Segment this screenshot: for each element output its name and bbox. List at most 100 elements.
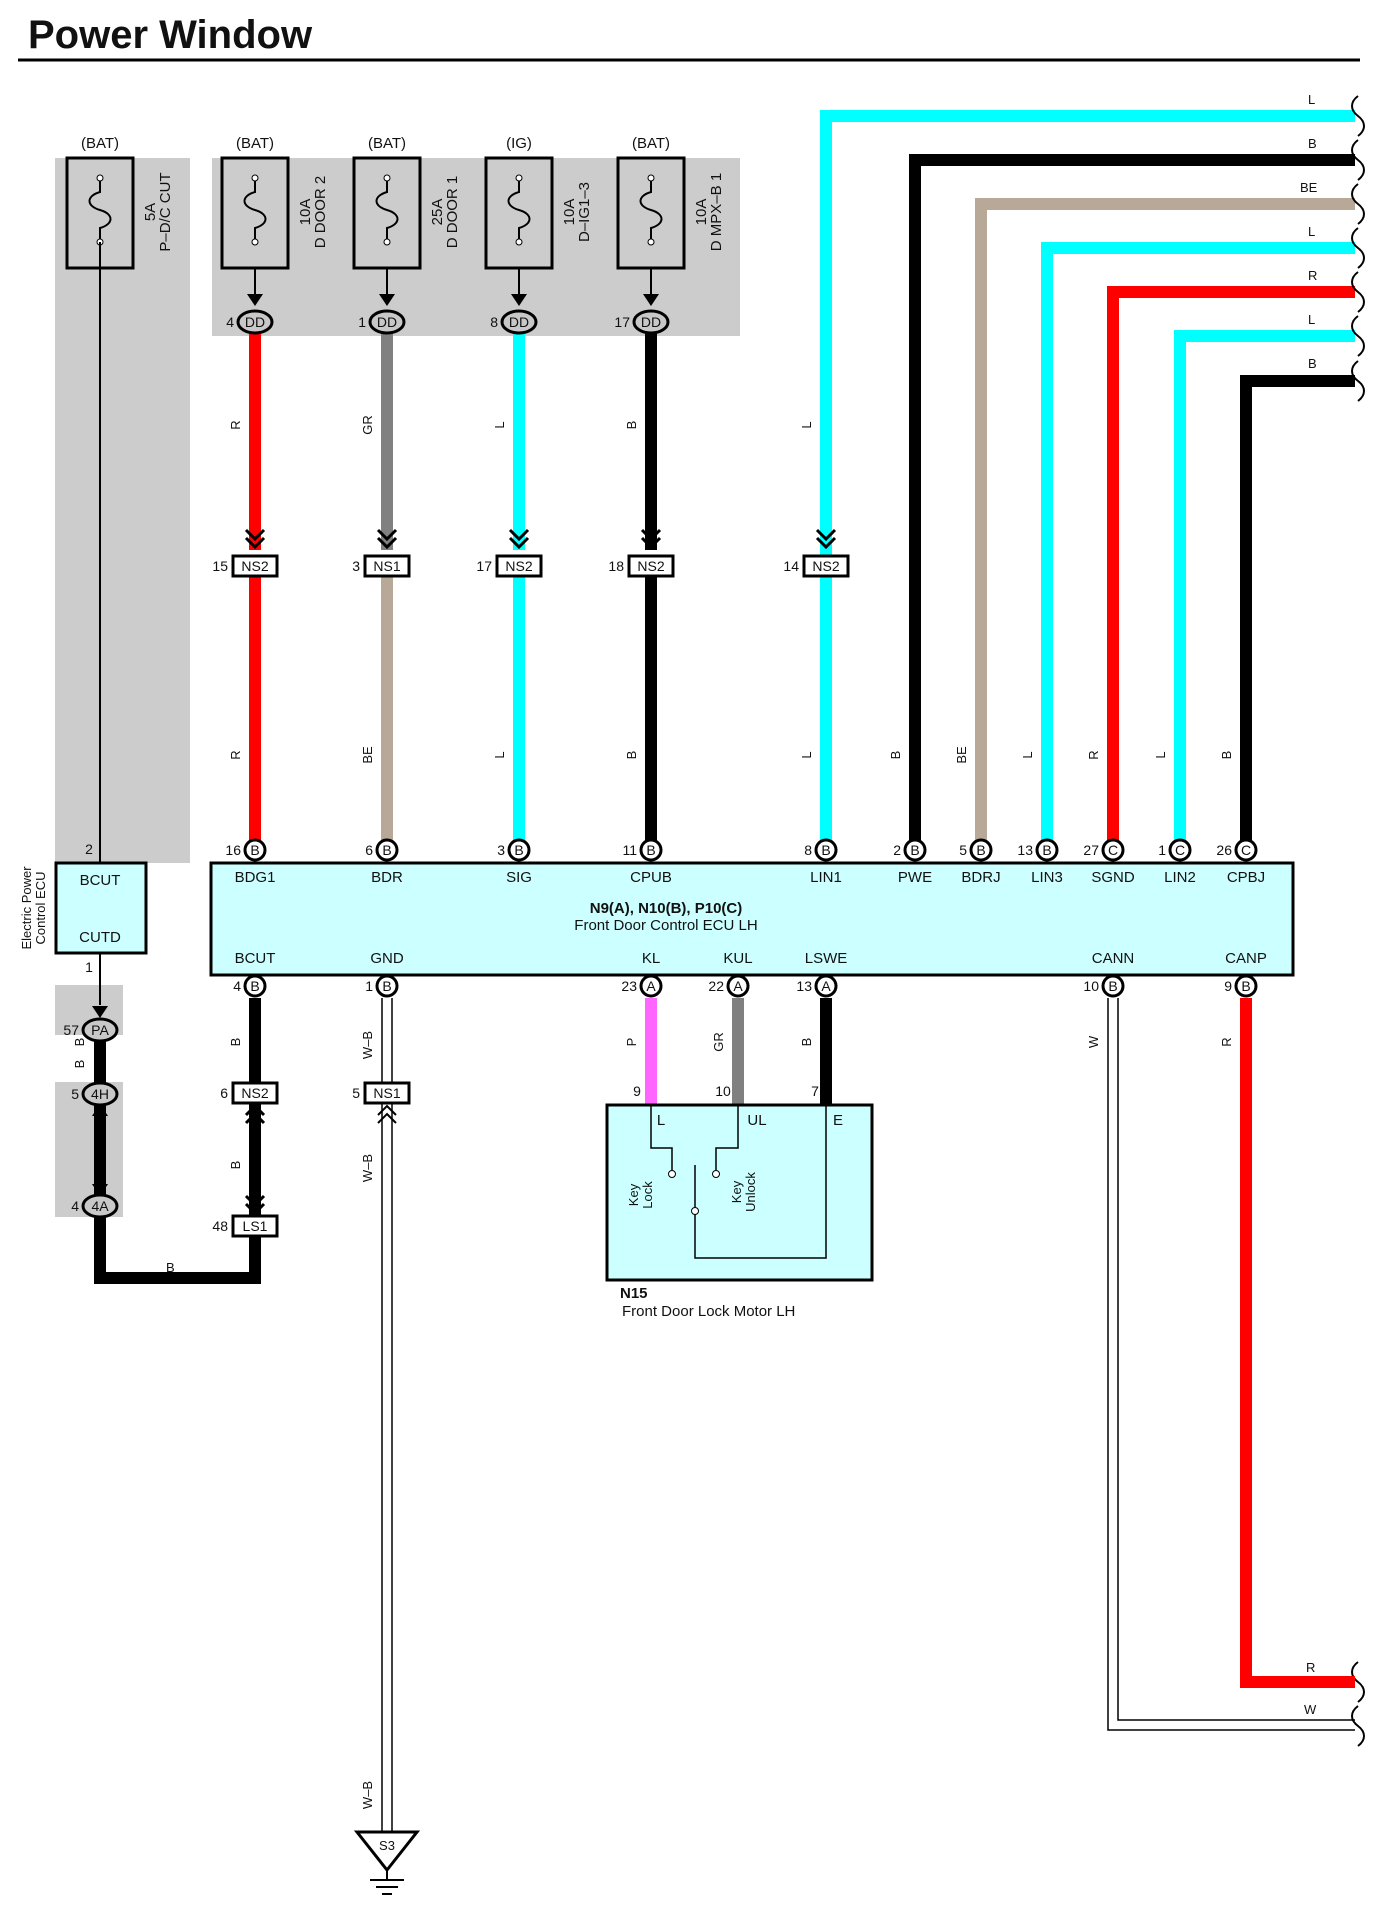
svg-text:4: 4 — [71, 1198, 79, 1214]
terminal-conn: C — [1108, 842, 1118, 858]
terminal-conn: A — [646, 978, 656, 994]
fuse-rating: 5A — [142, 203, 159, 221]
wire-label-lower: B — [72, 1038, 87, 1047]
svg-text:R: R — [1308, 268, 1317, 283]
wire-l-lin3 — [1041, 242, 1355, 842]
motor-code: N15 — [620, 1285, 648, 1302]
terminal-conn: C — [1175, 842, 1185, 858]
svg-text:BE: BE — [1300, 180, 1318, 195]
terminal-pin: 26 — [1216, 842, 1232, 858]
svg-text:L: L — [657, 1112, 665, 1129]
terminal-name: BDRJ — [961, 869, 1000, 886]
svg-text:R: R — [1306, 1660, 1315, 1675]
terminal-name: PWE — [898, 869, 932, 886]
wire-label-middle: R — [1086, 750, 1101, 759]
terminal-name: BCUT — [235, 950, 276, 967]
svg-text:57: 57 — [63, 1022, 79, 1038]
svg-text:LS1: LS1 — [243, 1218, 268, 1234]
wire-r-sgnd — [1107, 286, 1355, 842]
door-lock-motor: L UL E 9 10 7 Key Lock Key Unlock N15 Fr… — [605, 1083, 874, 1320]
edge-wire-labels: L B BE L R L B — [1300, 92, 1318, 371]
terminal-name: LSWE — [805, 950, 848, 967]
wire-label-lower2: B — [72, 1060, 87, 1069]
wire-b-cutd-loop — [94, 1040, 261, 1284]
ecu-top-terminals: B16BDG1B6BDRB3SIGB11CPUBB8LIN1B2PWEB5BDR… — [225, 838, 1265, 886]
terminal-pin: 13 — [796, 978, 812, 994]
wire-label-lower: R — [1219, 1037, 1234, 1046]
svg-text:10A: 10A — [693, 199, 710, 226]
wire-label-middle: B — [888, 751, 903, 760]
terminal-conn: B — [910, 842, 919, 858]
svg-text:9: 9 — [633, 1083, 641, 1099]
svg-text:18: 18 — [608, 558, 624, 574]
fuse-d-ig1-3: (IG) 10A D–IG1–3 — [484, 135, 593, 270]
wire-label-upper: L — [799, 421, 814, 428]
svg-text:CUTD: CUTD — [79, 929, 121, 946]
terminal-pin: 11 — [622, 842, 637, 858]
ecu-code: N9(A), N10(B), P10(C) — [590, 900, 743, 917]
svg-text:10A: 10A — [297, 199, 314, 226]
front-door-control-ecu: N9(A), N10(B), P10(C) Front Door Control… — [209, 861, 1295, 977]
svg-text:B: B — [1308, 356, 1317, 371]
terminal-pin: 13 — [1017, 842, 1033, 858]
svg-text:(BAT): (BAT) — [632, 135, 670, 152]
switch-lock-label: Key — [626, 1183, 641, 1206]
dd-connector: DD4 — [226, 294, 274, 335]
terminal-conn: B — [250, 978, 259, 994]
svg-text:1: 1 — [358, 314, 366, 330]
terminal-conn: B — [821, 842, 830, 858]
power-ecu-name: Electric Power — [19, 866, 34, 950]
svg-text:10: 10 — [715, 1083, 731, 1099]
svg-text:NS2: NS2 — [812, 558, 839, 574]
terminal-pin: 1 — [365, 978, 373, 994]
svg-text:L: L — [1308, 224, 1315, 239]
loop-wire-label: B — [166, 1260, 175, 1275]
wire-label-upper: R — [228, 420, 243, 429]
switch-unlock-label: Key — [729, 1180, 744, 1203]
edge-breaks — [1351, 95, 1365, 1747]
wire-label-upper: L — [492, 421, 507, 428]
ground-s3: S3 — [353, 1830, 421, 1895]
svg-text:7: 7 — [811, 1083, 819, 1099]
terminal-conn: B — [250, 842, 259, 858]
wire-label-lower2: W–B — [360, 1154, 375, 1182]
svg-text:DD: DD — [377, 314, 397, 330]
terminal-name: CPUB — [630, 869, 672, 886]
svg-text:NS1: NS1 — [373, 1085, 400, 1101]
svg-text:E: E — [833, 1112, 843, 1129]
motor-name: Front Door Lock Motor LH — [622, 1303, 795, 1320]
terminal-name: LIN3 — [1031, 869, 1063, 886]
terminal-conn: B — [1042, 842, 1051, 858]
svg-text:B: B — [1308, 136, 1317, 151]
terminal-conn: B — [646, 842, 655, 858]
wire-label-middle: L — [492, 751, 507, 758]
terminal-name: BDR — [371, 869, 403, 886]
terminal-pin: 5 — [959, 842, 967, 858]
wire-label-lower: B — [799, 1038, 814, 1047]
svg-text:BCUT: BCUT — [80, 872, 121, 889]
page-title: Power Window — [28, 13, 313, 57]
svg-text:S3: S3 — [379, 1838, 395, 1853]
terminal-pin: 4 — [233, 978, 241, 994]
terminal-name: GND — [370, 950, 404, 967]
dd-connector: DD8 — [490, 294, 538, 335]
svg-text:1: 1 — [85, 959, 93, 975]
wire-label-middle: L — [799, 751, 814, 758]
terminal-name: CPBJ — [1227, 869, 1265, 886]
svg-text:D–IG1–3: D–IG1–3 — [576, 182, 593, 242]
svg-text:W: W — [1304, 1702, 1317, 1717]
terminal-conn: B — [1241, 978, 1250, 994]
ecu-bottom-terminals: B4BCUTB1GNDA23KLA22KULA13LSWEB10CANNB9CA… — [233, 950, 1267, 998]
wire-label-middle: BE — [954, 746, 969, 764]
